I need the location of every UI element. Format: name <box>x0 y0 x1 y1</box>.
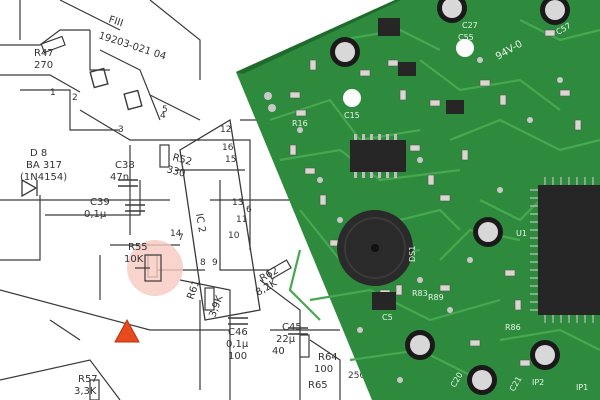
label-c45-extra: 40 <box>272 346 285 357</box>
pcb-label-c27: C27 <box>462 21 478 30</box>
label-ic: IC 2 <box>193 213 207 234</box>
label-pin-9: 9 <box>212 258 218 268</box>
schematic-capacitors <box>89 67 308 335</box>
pcb-mark-circle-2 <box>456 39 474 57</box>
label-c46-extra: 100 <box>228 351 247 362</box>
label-c45-val: 22μ <box>276 334 296 345</box>
label-c46: C46 <box>228 327 248 338</box>
pcb-smd-components <box>289 29 582 367</box>
chip-qfp <box>538 185 600 315</box>
pcb-label-ip2: IP2 <box>532 378 544 387</box>
buzzer-hole <box>371 244 379 252</box>
label-r57-val: 3,3K <box>74 386 97 397</box>
schematic-ic-outline <box>179 118 261 321</box>
pcb-edge <box>236 0 401 74</box>
label-pin-10: 10 <box>228 231 240 241</box>
label-pin-12: 12 <box>220 125 231 135</box>
label-c46-val: 0,1μ <box>226 339 249 350</box>
pcb-label-ds1: DS1 <box>408 246 417 262</box>
label-pin-3: 3 <box>118 125 124 135</box>
pcb-label-r86: R86 <box>505 323 521 332</box>
label-misc-5: 5 <box>162 105 168 115</box>
pcb-label-r83: R83 <box>412 289 428 298</box>
label-pin-11: 11 <box>236 215 247 225</box>
label-pin-6: 6 <box>246 205 252 215</box>
pcb-label-r89: R89 <box>428 293 444 302</box>
label-d8: D 8 <box>30 148 47 159</box>
label-pin-4: 4 <box>160 111 166 121</box>
label-r64: R64 <box>318 352 338 363</box>
label-d8-type: BA 317 <box>26 160 62 171</box>
label-pin-13: 13 <box>232 198 243 208</box>
label-c38-val: 47n <box>110 172 129 183</box>
label-c38: C38 <box>115 160 135 171</box>
pcb-transistors <box>372 18 464 310</box>
pcb-board: 94V-0 C57 C55 C15 C27 R16 R83 C20 C21 R8… <box>236 0 600 400</box>
pcb-label-r16: R16 <box>292 119 308 128</box>
label-r52: R52 <box>171 152 193 168</box>
label-c39: C39 <box>90 197 110 208</box>
label-pin-7: 7 <box>178 233 184 243</box>
label-r55: R55 <box>128 242 148 253</box>
label-d8-alt: (1N4154) <box>20 172 67 183</box>
label-r57: R57 <box>78 374 98 385</box>
buzzer-ring <box>344 217 406 279</box>
chip-soic <box>350 140 406 172</box>
highlight-r55 <box>127 240 183 296</box>
label-r55-val: 10K <box>124 254 144 265</box>
label-r47: R47 <box>34 48 54 59</box>
pcb-label-ip1: IP1 <box>576 383 588 392</box>
label-pin-16: 16 <box>222 143 234 153</box>
pcb-label-c15: C15 <box>344 111 360 120</box>
label-c39-val: 0,1μ <box>84 209 107 220</box>
label-pin-14: 14 <box>170 229 182 239</box>
label-r52-val: 330 <box>165 164 186 180</box>
label-pin-2: 2 <box>72 93 78 103</box>
warning-triangle-icon <box>114 318 140 343</box>
chip-qfp-pins <box>530 177 594 323</box>
label-r47-val: 270 <box>34 60 53 71</box>
label-r64-val: 100 <box>314 364 333 375</box>
label-pin-15: 15 <box>225 155 236 165</box>
label-c45: C45 <box>282 322 302 333</box>
pcb-label-c5: C5 <box>382 313 393 322</box>
diode-d8-symbol <box>21 178 38 198</box>
chip-soic-pins <box>354 134 397 178</box>
label-misc-250: 250 <box>348 371 365 381</box>
label-pin-1: 1 <box>50 88 56 98</box>
label-r65: R65 <box>308 380 328 391</box>
pcb-label-u1: U1 <box>516 229 527 238</box>
label-pin-8: 8 <box>200 258 206 268</box>
pcb-electrolytic-capacitors <box>330 0 570 395</box>
label-fii: FIII <box>107 14 124 29</box>
pcb-mark-circle-1 <box>343 89 361 107</box>
pcb-label-c55: C55 <box>458 33 474 42</box>
schematic-wiring <box>0 0 341 400</box>
